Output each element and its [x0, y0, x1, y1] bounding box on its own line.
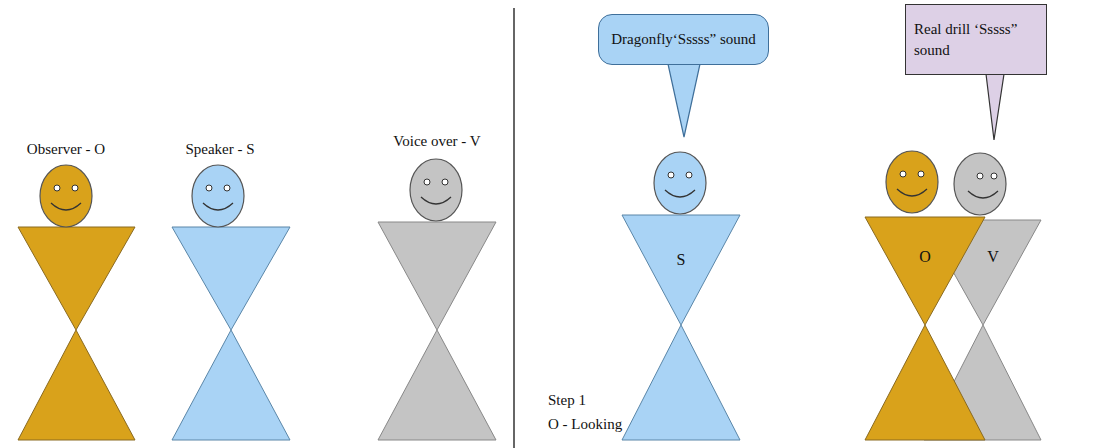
bubble-tail [668, 64, 700, 137]
torso-letter: O [895, 242, 955, 272]
callout-tail [986, 74, 1004, 140]
figure-label: Voice over - V [393, 133, 480, 150]
node-text: Dragonfly‘Sssss” sound [611, 29, 756, 49]
node-text: V [987, 246, 999, 268]
torso-letter: S [651, 245, 711, 275]
divider-line [513, 8, 515, 448]
step-note: Step 1 [548, 392, 586, 409]
node-text: Real drill ‘Sssss” sound [914, 19, 1038, 60]
speech-bubble: Dragonfly‘Sssss” sound [598, 14, 769, 65]
figure-label: Observer - O [27, 141, 105, 158]
figure-label: Speaker - S [185, 141, 254, 158]
speaker-figure [172, 165, 290, 440]
torso-letter: V [968, 242, 1018, 272]
speaker-figure [622, 152, 740, 440]
step-note: O - Looking [548, 416, 622, 433]
node-text: S [677, 249, 686, 271]
callout-box: Real drill ‘Sssss” sound [905, 4, 1047, 75]
voice-over-figure [378, 159, 496, 440]
observer-figure [18, 165, 135, 440]
observer-figure [865, 151, 985, 440]
node-text: O [919, 246, 931, 268]
